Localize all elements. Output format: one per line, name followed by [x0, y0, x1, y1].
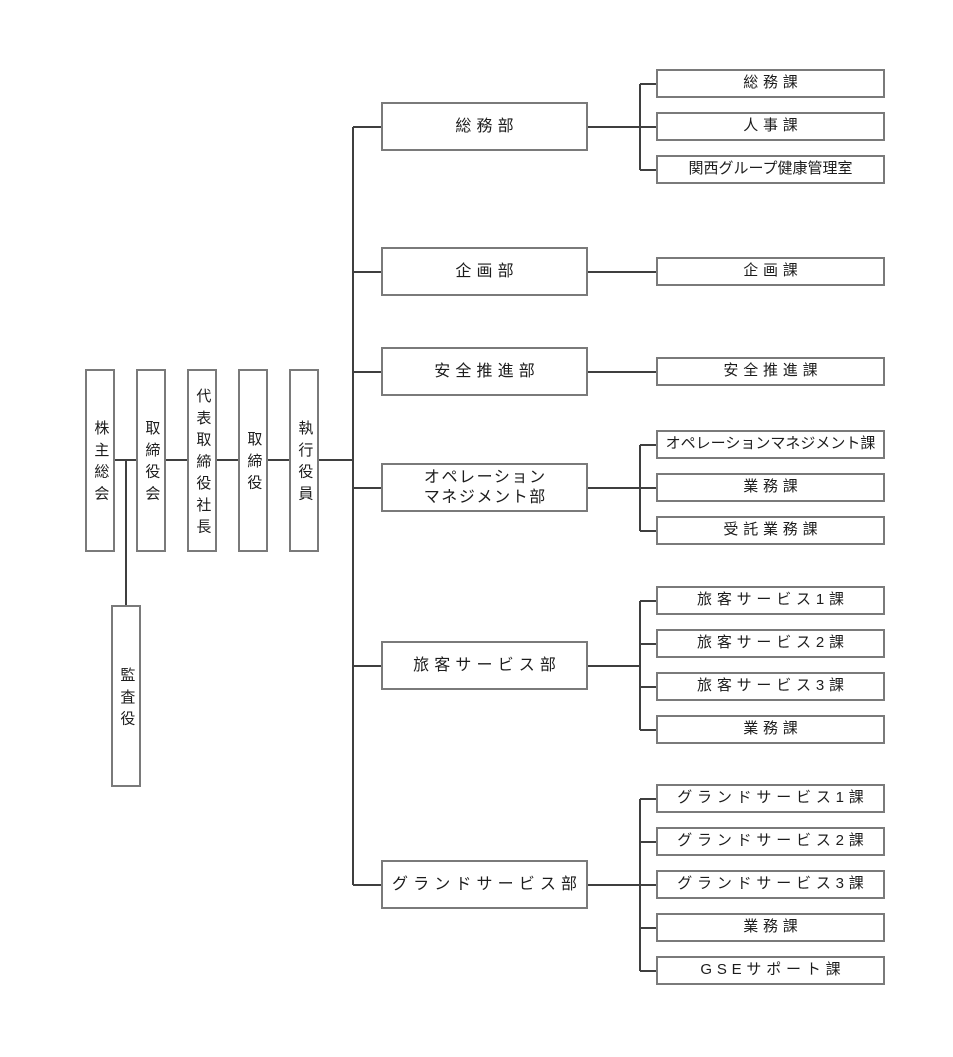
- section-box: 企画課: [656, 257, 885, 286]
- section-box: GSEサポート課: [656, 956, 885, 985]
- box-label: 安全推進課: [723, 362, 823, 380]
- section-stub-line: [640, 444, 656, 446]
- box-label: 業務課: [743, 478, 803, 496]
- section-box: 安全推進課: [656, 357, 885, 386]
- box-label: 総務部: [455, 117, 519, 135]
- section-stub-line: [640, 927, 656, 929]
- section-box: グランドサービス3課: [656, 870, 885, 899]
- governance-chain-line: [95, 459, 353, 461]
- director-box: 取締役: [238, 369, 268, 552]
- box-label: グランドサービス3課: [677, 875, 869, 893]
- box-label: 関西グループ健康管理室: [688, 160, 853, 178]
- section-stub-line: [640, 169, 656, 171]
- box-label: GSEサポート課: [700, 961, 846, 979]
- box-label: 執行役員: [296, 420, 314, 508]
- department-box-passenger-service: 旅客サービス部: [381, 641, 588, 690]
- section-box: 旅客サービス2課: [656, 629, 885, 658]
- section-stub-line: [640, 686, 656, 688]
- department-box-ground-service: グランドサービス部: [381, 860, 588, 909]
- section-box: オペレーションマネジメント課: [656, 430, 885, 459]
- section-stub-line: [640, 487, 656, 489]
- department-feed-line: [353, 371, 381, 373]
- box-label-line: マネジメント部: [423, 488, 547, 506]
- box-label: 人事課: [743, 117, 803, 135]
- section-box: 受託業務課: [656, 516, 885, 545]
- section-box: 業務課: [656, 473, 885, 502]
- department-feed-line: [353, 271, 381, 273]
- department-box-general-affairs: 総務部: [381, 102, 588, 151]
- section-box: 旅客サービス3課: [656, 672, 885, 701]
- section-box: 総務課: [656, 69, 885, 98]
- section-stub-line: [640, 970, 656, 972]
- section-feed-line: [588, 371, 656, 373]
- box-label: 企画課: [743, 262, 803, 280]
- box-label: 代表取締役社長: [194, 387, 212, 540]
- main-trunk-line: [352, 127, 354, 885]
- section-box: 業務課: [656, 715, 885, 744]
- section-box: グランドサービス1課: [656, 784, 885, 813]
- box-label: 旅客サービス1課: [697, 591, 849, 609]
- section-stub-line: [640, 83, 656, 85]
- section-feed-line: [588, 126, 640, 128]
- section-feed-line: [588, 884, 640, 886]
- box-label: 企画部: [455, 262, 519, 280]
- box-label: 旅客サービス3課: [697, 677, 849, 695]
- section-stub-line: [640, 729, 656, 731]
- box-label: 受託業務課: [723, 521, 823, 539]
- box-label: 旅客サービス2課: [697, 634, 849, 652]
- section-stub-line: [640, 884, 656, 886]
- representative-director-president-box: 代表取締役社長: [187, 369, 217, 552]
- department-feed-line: [353, 884, 381, 886]
- shareholders-meeting-box: 株主総会: [85, 369, 115, 552]
- department-box-operation-management: オペレーションマネジメント部: [381, 463, 588, 512]
- box-label: グランドサービス1課: [677, 789, 869, 807]
- box-label: 監査役: [118, 666, 136, 732]
- department-box-planning: 企画部: [381, 247, 588, 296]
- box-label: グランドサービス部: [392, 875, 583, 893]
- section-box: 旅客サービス1課: [656, 586, 885, 615]
- box-label: 業務課: [743, 720, 803, 738]
- department-feed-line: [353, 126, 381, 128]
- box-label: グランドサービス2課: [677, 832, 869, 850]
- section-stub-line: [640, 798, 656, 800]
- box-label: 安全推進部: [434, 362, 540, 380]
- board-of-directors-box: 取締役会: [136, 369, 166, 552]
- box-label: 旅客サービス部: [413, 656, 561, 674]
- department-box-safety-promotion: 安全推進部: [381, 347, 588, 396]
- box-label-line: オペレーション: [423, 468, 547, 486]
- department-feed-line: [353, 665, 381, 667]
- section-feed-line: [588, 271, 656, 273]
- section-box: 業務課: [656, 913, 885, 942]
- section-box: グランドサービス2課: [656, 827, 885, 856]
- section-box: 人事課: [656, 112, 885, 141]
- box-label: 業務課: [743, 918, 803, 936]
- section-trunk-line: [639, 601, 641, 730]
- section-feed-line: [588, 665, 640, 667]
- department-feed-line: [353, 487, 381, 489]
- box-label: オペレーションマネジメント部: [422, 468, 547, 508]
- box-label: 取締役: [245, 431, 263, 497]
- box-label: 取締役会: [143, 420, 161, 508]
- audit-officer-box: 監査役: [111, 605, 141, 787]
- section-stub-line: [640, 643, 656, 645]
- audit-drop-line: [125, 460, 127, 605]
- box-label: オペレーションマネジメント課: [665, 435, 876, 453]
- section-stub-line: [640, 600, 656, 602]
- box-label: 株主総会: [92, 420, 110, 508]
- section-feed-line: [588, 487, 640, 489]
- section-stub-line: [640, 841, 656, 843]
- box-label: 総務課: [743, 74, 803, 92]
- section-box: 関西グループ健康管理室: [656, 155, 885, 184]
- executive-officer-box: 執行役員: [289, 369, 319, 552]
- section-stub-line: [640, 530, 656, 532]
- section-stub-line: [640, 126, 656, 128]
